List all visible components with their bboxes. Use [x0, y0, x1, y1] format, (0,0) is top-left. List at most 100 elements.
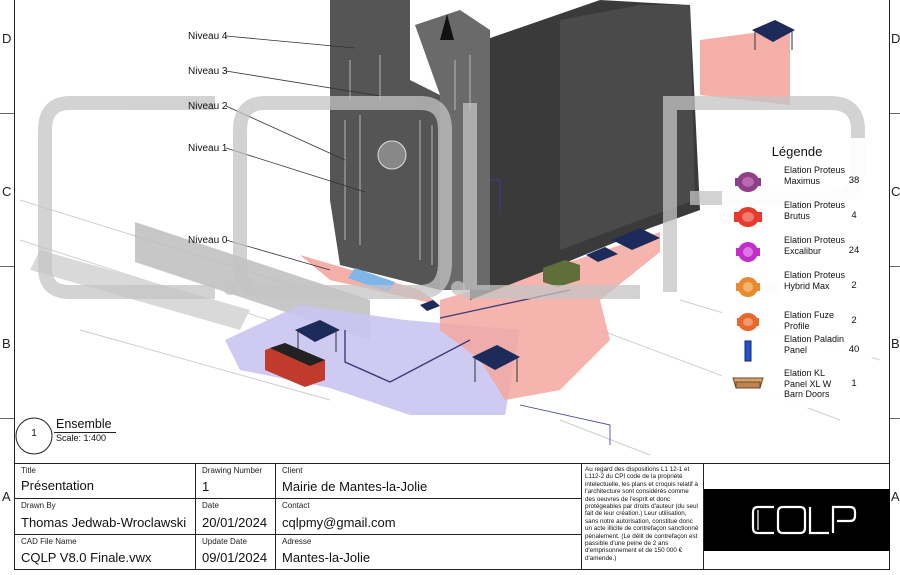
view-number-circle: [15, 417, 53, 455]
update-date-value: 09/01/2024: [202, 550, 268, 565]
legend-item-count: 2: [851, 280, 857, 291]
legend-item-count: 24: [848, 245, 860, 256]
tent-roof-2: [472, 345, 520, 370]
grid-row-a-right: A: [891, 489, 900, 504]
legend-item-name: Elation Proteus Maximus: [784, 165, 846, 186]
level-label-3: Niveau 3: [188, 66, 228, 77]
title-value: Présentation: [21, 478, 94, 493]
update-date-label: Update Date: [202, 537, 247, 546]
address-cell: Adresse Mantes-la-Jolie: [276, 535, 582, 570]
copyright-notice: Au regard des dispositions L1 12-1 et L1…: [582, 464, 704, 570]
moving-head-fixture-icon: [736, 277, 760, 297]
legend-item: Elation Proteus Hybrid Max 2: [722, 270, 872, 304]
drawing-number-cell: Drawing Number 1: [196, 464, 276, 499]
level-label-0: Niveau 0: [188, 235, 228, 246]
legend-title: Légende: [771, 144, 823, 159]
legend-item-name: Elation KL Panel XL W Barn Doors: [784, 368, 832, 399]
grid-row-b-left: B: [2, 336, 11, 351]
grid-row-c-right: C: [891, 184, 900, 199]
tent-roof-4: [612, 228, 660, 250]
cathedral-nave-shade: [560, 5, 695, 250]
view-scale: Scale: 1:400: [56, 433, 107, 443]
update-date-cell: Update Date 09/01/2024: [196, 535, 276, 570]
rose-window: [377, 140, 407, 170]
contact-label: Contact: [282, 501, 310, 510]
tent-roof-3: [752, 20, 795, 42]
sheet-border-right: [889, 0, 890, 570]
legend-item: Elation Fuze Profile 2: [722, 305, 872, 339]
legend-item-name: Elation Paladin Panel: [784, 334, 845, 355]
drawing-number-label: Drawing Number: [202, 466, 263, 475]
legend-item-count: 2: [851, 315, 857, 326]
level-label-2: Niveau 2: [188, 101, 228, 112]
tent-roof-6: [420, 300, 440, 311]
grid-tick: [890, 266, 900, 267]
date-label: Date: [202, 501, 219, 510]
tower-spire: [440, 14, 454, 40]
level-label-4: Niveau 4: [188, 31, 228, 42]
grid-row-b-right: B: [891, 336, 900, 351]
legend-item-name: Elation Proteus Hybrid Max: [784, 270, 846, 291]
legend-item-name: Elation Proteus Brutus: [784, 200, 846, 221]
address-value: Mantes-la-Jolie: [282, 550, 371, 565]
legend-item: Elation Paladin Panel 40: [722, 334, 872, 368]
legend-item: Elation Proteus Excalibur 24: [722, 235, 872, 269]
view-title: Ensemble: [56, 417, 112, 431]
drawn-by-value: Thomas Jedwab-Wroclawski: [21, 515, 187, 530]
site-plan-3d-view: [19, 0, 881, 456]
grid-tick: [890, 113, 900, 114]
legend-item-count: 38: [848, 175, 860, 186]
legend-item-name: Elation Fuze Profile: [784, 310, 835, 331]
moving-head-fixture-icon: [734, 207, 762, 227]
view-scale-block: 1 Ensemble Scale: 1:400: [14, 414, 134, 455]
client-cell: Client Mairie de Mantes-la-Jolie: [276, 464, 582, 499]
grid-tick: [0, 113, 14, 114]
level-label-1: Niveau 1: [188, 143, 228, 154]
drawn-by-cell: Drawn By Thomas Jedwab-Wroclawski: [14, 499, 196, 535]
drawing-number-value: 1: [202, 479, 210, 494]
tent-roof-5: [586, 247, 618, 262]
profile-fixture-icon: [737, 313, 759, 331]
legend-panel: Légende Elation Proteus Maximus 38 Elati…: [722, 138, 872, 408]
grid-row-c-left: C: [2, 184, 12, 199]
tent-legs: [297, 31, 793, 382]
view-number: 1: [31, 428, 37, 439]
cad-file-cell: CAD File Name CQLP V8.0 Finale.vwx: [14, 535, 196, 570]
cad-file-label: CAD File Name: [21, 537, 77, 546]
moving-head-fixture-icon: [735, 172, 761, 192]
site-boundary: [519, 404, 611, 445]
cqlp-logo: [704, 489, 890, 551]
sheet-border-bottom: [14, 569, 890, 570]
title-cell: Title Présentation: [14, 464, 196, 499]
client-value: Mairie de Mantes-la-Jolie: [282, 479, 428, 494]
view-title-underline: [54, 432, 116, 433]
grid-row-d-left: D: [2, 31, 12, 46]
barn-door-panel-icon: [732, 377, 764, 389]
legend-item-count: 1: [851, 378, 857, 389]
legend-item: Elation Proteus Maximus 38: [722, 165, 872, 199]
contact-value: cqlpmy@gmail.com: [282, 515, 396, 530]
grid-tick: [0, 418, 14, 419]
panel-fixture-icon: [744, 340, 752, 362]
cad-file-value: CQLP V8.0 Finale.vwx: [21, 550, 152, 565]
facade-arches: [344, 55, 471, 265]
date-cell: Date 20/01/2024: [196, 499, 276, 535]
contact-cell: Contact cqlpmy@gmail.com: [276, 499, 582, 535]
grid-row-a-left: A: [2, 489, 11, 504]
legend-item-name: Elation Proteus Excalibur: [784, 235, 846, 256]
equipment-block: [543, 260, 580, 287]
cqlp-logo-mark: [751, 505, 857, 535]
address-label: Adresse: [282, 537, 312, 546]
grid-tick: [890, 418, 900, 419]
drawn-by-label: Drawn By: [21, 501, 56, 510]
sheet-border-left: [14, 0, 15, 463]
legend-item: Elation Proteus Brutus 4: [722, 200, 872, 234]
client-label: Client: [282, 466, 303, 475]
moving-head-fixture-icon: [736, 242, 760, 262]
legend-item-count: 4: [851, 210, 857, 221]
legend-item: Elation KL Panel XL W Barn Doors 1: [722, 368, 872, 402]
legend-item-count: 40: [848, 344, 860, 355]
tent-roof: [295, 320, 340, 342]
grid-tick: [0, 266, 14, 267]
